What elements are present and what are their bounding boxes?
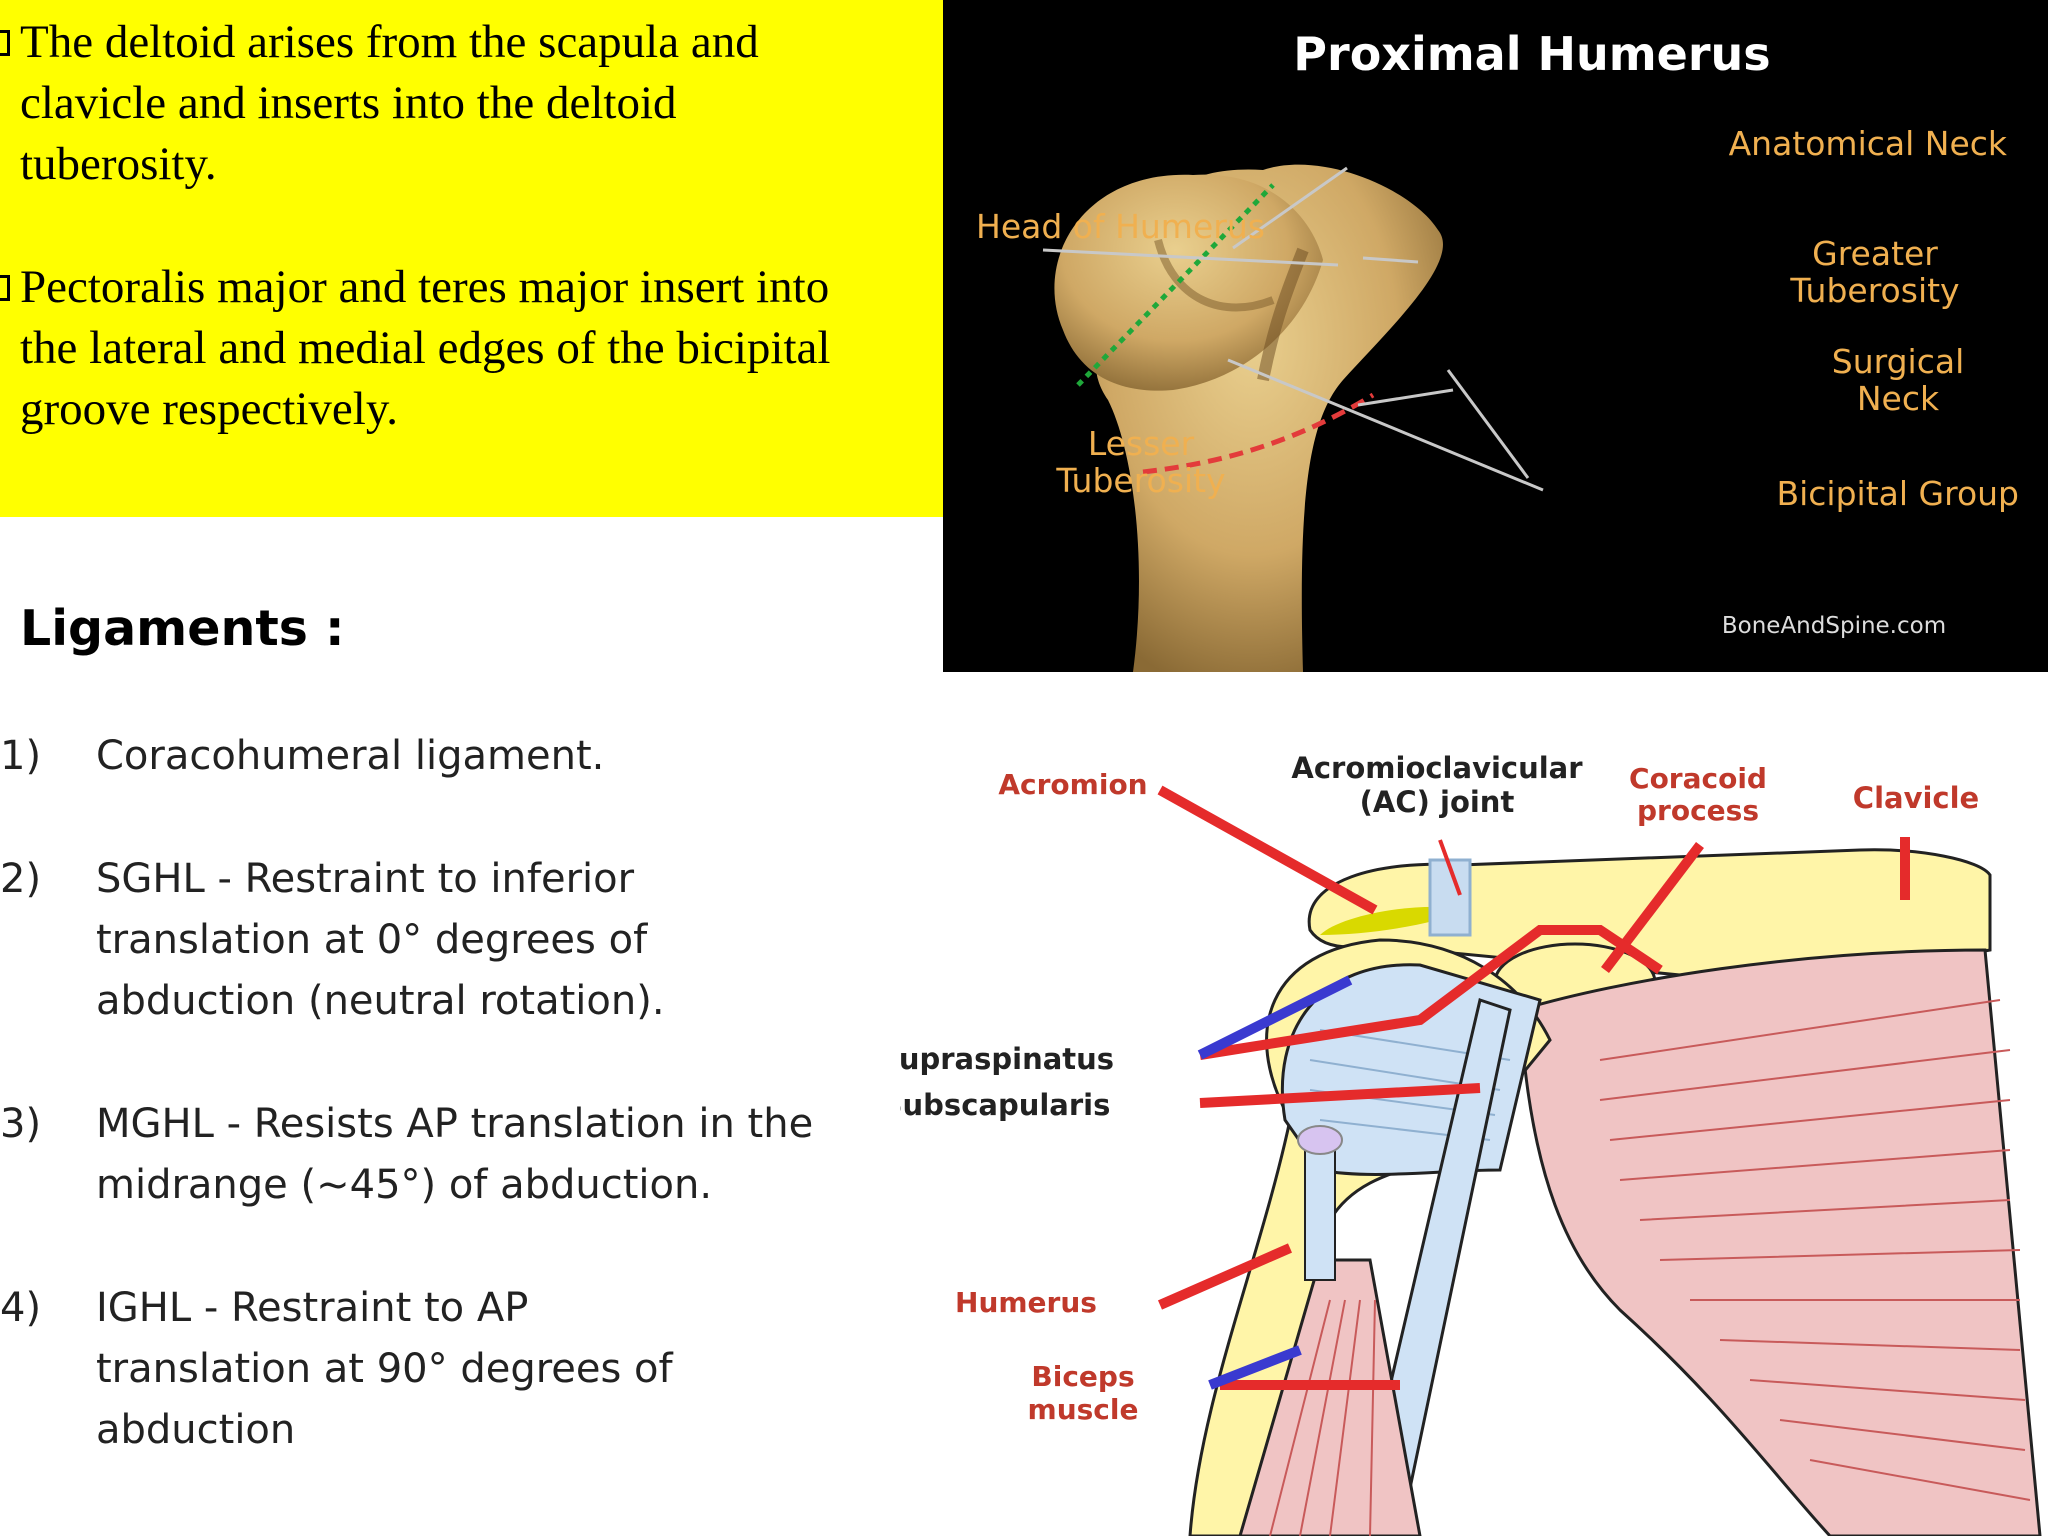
head-of-humerus	[1054, 174, 1323, 391]
pointer-bicipital	[1446, 369, 1530, 479]
ligament-number: 4)	[0, 1285, 42, 1331]
ligament-text: abduction (neutral rotation).	[96, 978, 665, 1024]
bullet-deltoid-line-2: clavicle and inserts into the deltoid	[20, 77, 677, 129]
bicipital-groove-shadow	[1257, 247, 1309, 382]
pointer-acromion	[1157, 785, 1378, 915]
bullet-deltoid-line-1: The deltoid arises from the scapula and	[20, 16, 759, 68]
label-surgical-1: Surgical	[1832, 342, 1965, 381]
pointer-lesser	[1227, 358, 1544, 492]
label-humerus: Humerus	[955, 1286, 1097, 1319]
bullet-deltoid-line-3: tuberosity.	[20, 138, 217, 190]
ligament-text: Coracohumeral ligament.	[96, 733, 605, 779]
label-bicipital-group: Bicipital Group	[1776, 474, 2019, 513]
pointer-supraspinatus	[1199, 925, 1663, 1060]
label-subscapularis: Subscapularis	[900, 1088, 1110, 1122]
label-supraspinatus: Supraspinatus	[900, 1042, 1114, 1076]
anatomical-neck-line	[1076, 183, 1275, 387]
bullet-pectoralis-line-2: the lateral and medial edges of the bici…	[20, 322, 831, 374]
humerus-illustration: Proximal Humerus Anatomical Neck Head of…	[976, 27, 2019, 672]
long-head-tendon	[1304, 1139, 1336, 1281]
surgical-neck-line	[1142, 392, 1375, 475]
pointer-head	[1042, 248, 1339, 267]
ligament-text: translation at 0° degrees of	[96, 917, 648, 963]
watermark: BoneAndSpine.com	[1722, 613, 1946, 639]
shoulder-illustration: Acromion Acromioclavicular (AC) joint Co…	[900, 751, 2042, 1536]
label-acromion: Acromion	[998, 768, 1147, 801]
humerus-title: Proximal Humerus	[1293, 27, 1770, 81]
capsule-lines	[1309, 1029, 1511, 1141]
ligament-text: IGHL - Restraint to AP	[96, 1285, 529, 1331]
pointer-humerus	[1157, 1243, 1293, 1310]
ligament-number: 2)	[0, 856, 42, 902]
pointer-surgical	[1357, 388, 1454, 407]
label-coracoid-1: Coracoid	[1629, 762, 1767, 795]
biceps-striations	[1269, 1299, 1376, 1536]
ligament-text: MGHL - Resists AP translation in the	[96, 1101, 814, 1147]
pointer-greater	[1362, 256, 1419, 264]
tendon-cap	[1297, 1125, 1343, 1155]
bullet-pectoralis-line-3: groove respectively.	[20, 383, 399, 435]
label-clavicle: Clavicle	[1853, 781, 1979, 815]
label-anatomical-neck: Anatomical Neck	[1729, 124, 2008, 163]
pointer-ac-joint	[1438, 839, 1462, 896]
label-head-of-humerus: Head of Humerus	[976, 207, 1265, 246]
label-lesser-1: Lesser	[1088, 424, 1195, 463]
checkbox-bullet-icon	[0, 30, 10, 56]
pointer-anatomical	[1232, 166, 1348, 250]
label-surgical-2: Neck	[1857, 379, 1940, 418]
ligament-text: SGHL - Restraint to inferior	[96, 856, 635, 902]
checkbox-bullet-icon	[0, 275, 10, 301]
proximal-humerus-figure: Proximal Humerus Anatomical Neck Head of…	[943, 0, 2048, 672]
label-ac-joint-2: (AC) joint	[1360, 785, 1515, 819]
ligament-text: translation at 90° degrees of	[96, 1346, 673, 1392]
subscapularis-muscle	[1518, 948, 2042, 1536]
label-biceps-1: Biceps	[1031, 1360, 1134, 1393]
pointer-supraspinatus-blue	[1197, 975, 1353, 1060]
label-greater-2: Tuberosity	[1789, 271, 1959, 310]
ligament-number: 3)	[0, 1101, 42, 1147]
ligament-text: abduction	[96, 1407, 296, 1453]
ligaments-heading: Ligaments :	[20, 600, 345, 657]
bone-shadow	[1154, 239, 1275, 312]
label-ac-joint-1: Acromioclavicular	[1291, 751, 1583, 785]
label-biceps-2: muscle	[1028, 1393, 1139, 1426]
muscle-striations	[1599, 999, 2031, 1501]
ligament-text: midrange (~45°) of abduction.	[96, 1162, 713, 1208]
highlight-box: The deltoid arises from the scapula and …	[0, 0, 943, 517]
bullet-pectoralis-line-1: Pectoralis major and teres major insert …	[20, 261, 830, 313]
pointer-subscapularis	[1199, 1083, 1481, 1108]
ligament-number: 1)	[0, 733, 42, 779]
shoulder-anatomy-diagram: Acromion Acromioclavicular (AC) joint Co…	[900, 700, 2048, 1536]
label-coracoid-2: process	[1637, 794, 1759, 827]
label-greater-1: Greater	[1812, 234, 1938, 273]
label-lesser-2: Tuberosity	[1055, 461, 1225, 500]
pointer-biceps-blue	[1208, 1345, 1302, 1390]
